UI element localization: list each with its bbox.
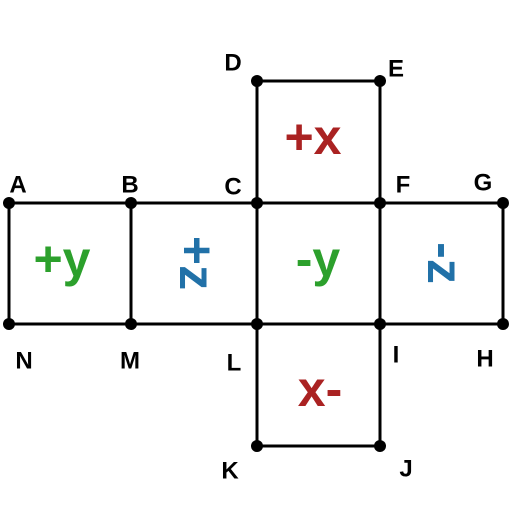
vertex-F bbox=[374, 197, 386, 209]
vertex-K bbox=[251, 440, 263, 452]
face-label-minus-y: -y bbox=[296, 231, 341, 287]
vertex-label-E: E bbox=[388, 55, 404, 82]
vertex-label-G: G bbox=[474, 169, 493, 196]
vertex-label-I: I bbox=[393, 341, 400, 368]
vertex-label-L: L bbox=[227, 349, 242, 376]
vertex-label-C: C bbox=[224, 173, 241, 200]
face-label-plus-x: +x bbox=[284, 109, 341, 165]
vertex-M bbox=[125, 318, 137, 330]
vertex-label-D: D bbox=[224, 49, 241, 76]
vertex-label-H: H bbox=[476, 345, 493, 372]
face-labels: +y +z -y -z +x x- bbox=[33, 109, 472, 417]
vertex-label-K: K bbox=[221, 457, 239, 484]
vertex-D bbox=[251, 75, 263, 87]
vertex-J bbox=[374, 440, 386, 452]
vertex-A bbox=[3, 197, 15, 209]
vertex-labels: A B C D E F G H I J K L M N bbox=[9, 49, 493, 484]
vertex-B bbox=[125, 197, 137, 209]
face-label-plus-y: +y bbox=[33, 231, 90, 287]
face-label-minus-z: -z bbox=[417, 242, 473, 284]
face-label-minus-x: x- bbox=[298, 361, 342, 417]
vertex-label-N: N bbox=[15, 347, 32, 374]
face-label-plus-z: +z bbox=[169, 236, 225, 290]
vertex-label-B: B bbox=[121, 171, 138, 198]
vertex-label-J: J bbox=[399, 455, 412, 482]
cube-net-vertices bbox=[3, 75, 509, 452]
vertex-H bbox=[497, 318, 509, 330]
vertex-I bbox=[374, 318, 386, 330]
vertex-label-F: F bbox=[396, 171, 411, 198]
vertex-label-A: A bbox=[9, 171, 26, 198]
vertex-E bbox=[374, 75, 386, 87]
vertex-label-M: M bbox=[120, 347, 140, 374]
vertex-N bbox=[3, 318, 15, 330]
vertex-C bbox=[251, 197, 263, 209]
vertex-G bbox=[497, 197, 509, 209]
vertex-L bbox=[251, 318, 263, 330]
